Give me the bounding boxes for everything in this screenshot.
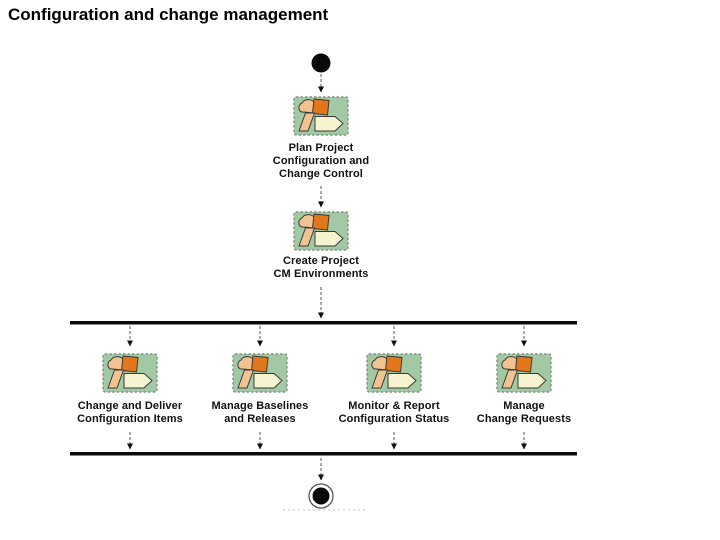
activity-icon-manage-baselines: [232, 353, 288, 393]
activity-icon-change-and-deliver: [102, 353, 158, 393]
activity-label-plan-project: Plan Project Configuration and Change Co…: [272, 142, 370, 180]
fork-bar: [70, 321, 577, 325]
activity-label-manage-baselines: Manage Baselines and Releases: [211, 400, 309, 425]
rup-workflow-activity-icon: [102, 353, 158, 393]
rup-workflow-activity-icon: [232, 353, 288, 393]
activity-icon-manage-requests: [496, 353, 552, 393]
rup-workflow-activity-icon: [366, 353, 422, 393]
activity-label-manage-requests: Manage Change Requests: [476, 400, 572, 425]
join-bar: [70, 452, 577, 456]
final-state-icon: [312, 487, 330, 505]
rup-workflow-activity-icon: [496, 353, 552, 393]
activity-label-create-environments: Create Project CM Environments: [273, 255, 369, 280]
rup-workflow-activity-icon: [293, 211, 349, 251]
initial-state-icon: [311, 53, 331, 73]
activity-label-monitor-report: Monitor & Report Configuration Status: [338, 400, 450, 425]
activity-icon-plan-project: [293, 96, 349, 136]
activity-icon-monitor-report: [366, 353, 422, 393]
activity-label-change-and-deliver: Change and Deliver Configuration Items: [77, 400, 183, 425]
rup-workflow-activity-icon: [293, 96, 349, 136]
activity-icon-create-environments: [293, 211, 349, 251]
page-title: Configuration and change management: [8, 5, 329, 24]
